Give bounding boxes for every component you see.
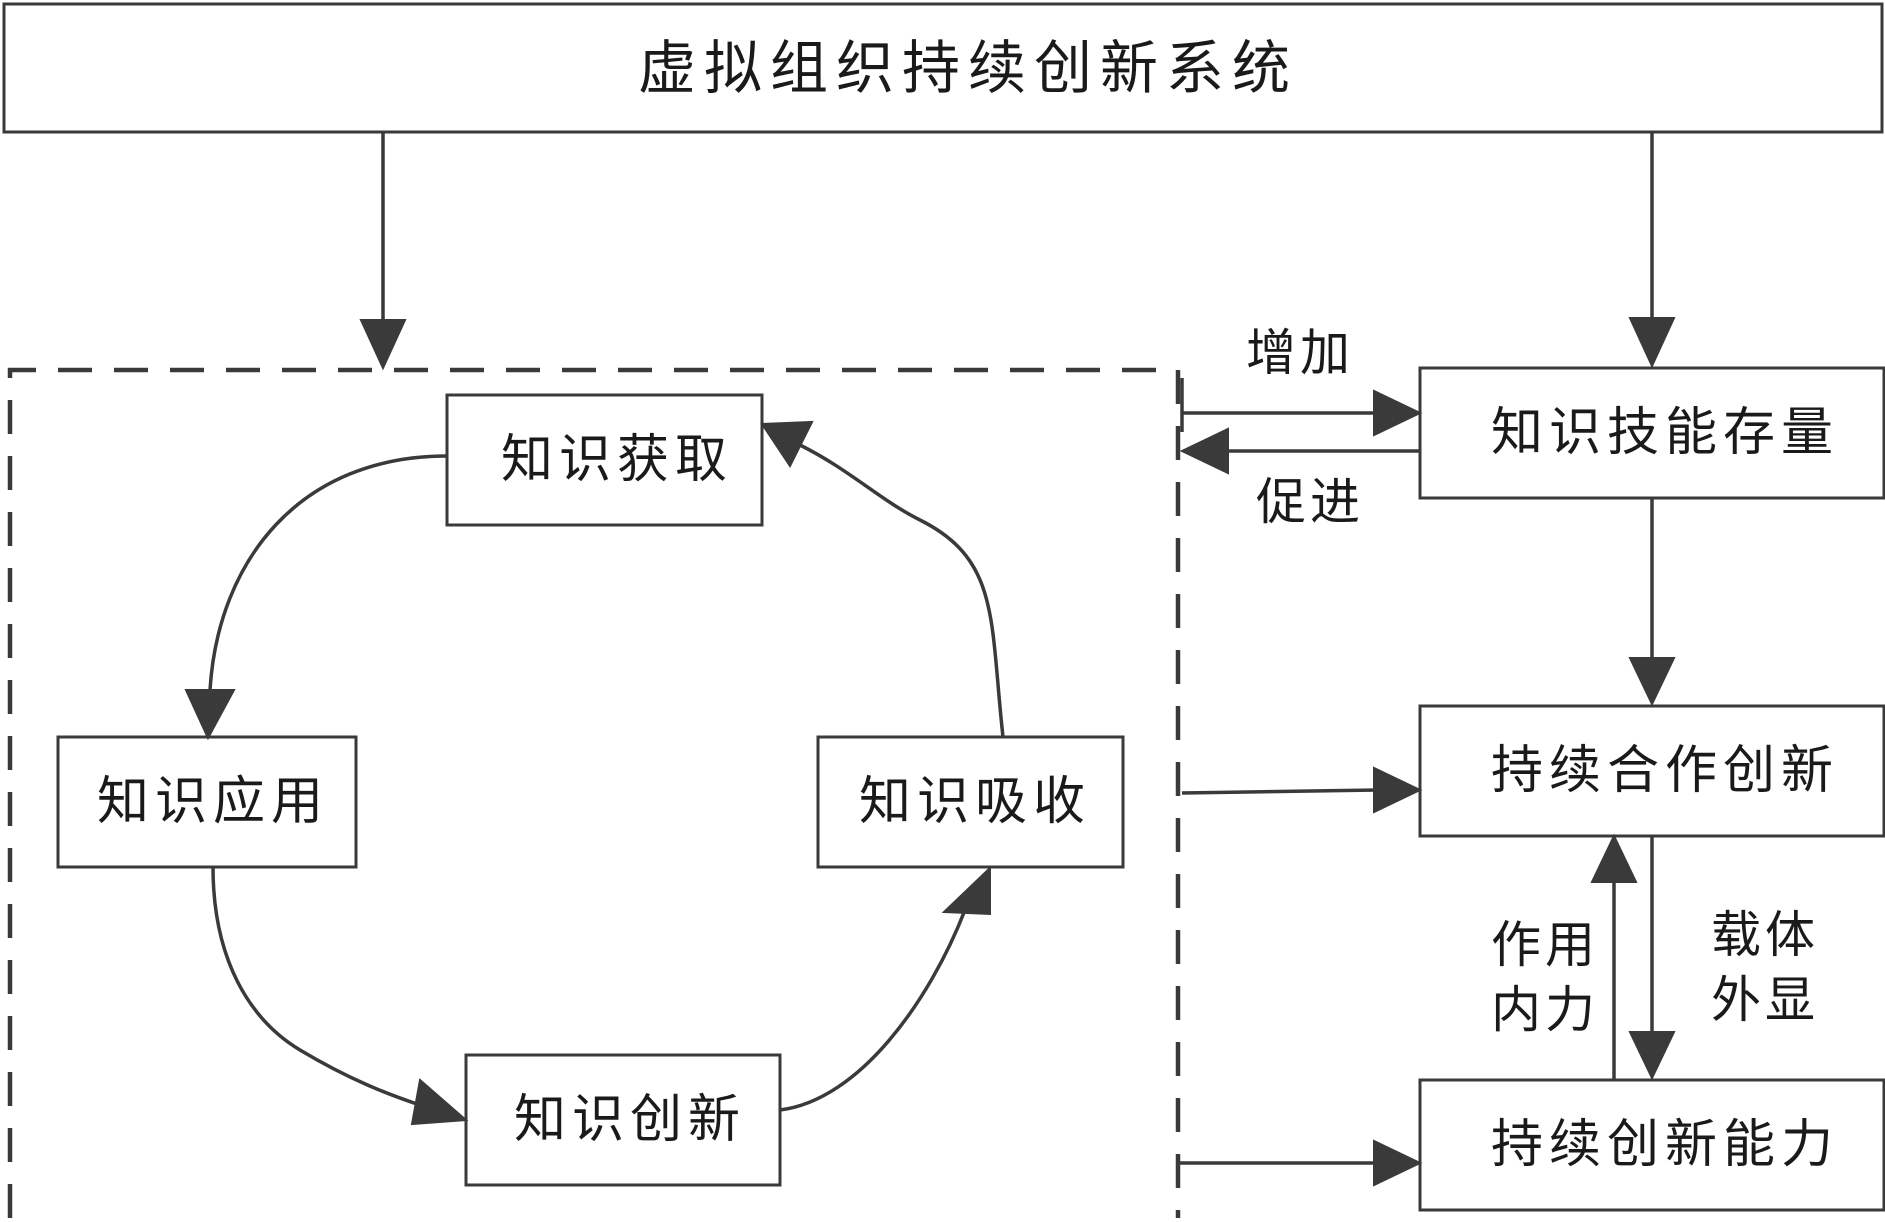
innovation-capability-label: 持续创新能力 xyxy=(1491,1115,1839,1175)
edge-label-increase: 增加 xyxy=(1246,324,1354,382)
knowledge-stock-box: 知识技能存量 xyxy=(1418,366,1885,500)
knowledge-acquire-box: 知识获取 xyxy=(445,393,764,527)
arrow-promote: 促进 xyxy=(1179,427,1420,531)
arrow-acquire-to-apply xyxy=(184,454,448,741)
innovation-capability-box: 持续创新能力 xyxy=(1418,1078,1885,1212)
arrow-inner-force: 作用 内力 xyxy=(1491,833,1638,1080)
arrow-stock-to-coop xyxy=(1628,498,1676,707)
knowledge-cycle-boundary xyxy=(7,367,1181,1218)
knowledge-create-label: 知识创新 xyxy=(514,1090,746,1150)
edge-label-carrier-1: 载体 xyxy=(1711,906,1819,964)
arrow-absorb-to-acquire xyxy=(760,420,1005,738)
knowledge-absorb-box: 知识吸收 xyxy=(816,735,1125,869)
cooperative-innovation-box: 持续合作创新 xyxy=(1418,704,1885,838)
arrow-carrier: 载体 外显 xyxy=(1628,836,1819,1081)
knowledge-apply-box: 知识应用 xyxy=(56,735,358,869)
arrow-title-to-cycle xyxy=(359,132,407,371)
knowledge-apply-label: 知识应用 xyxy=(97,772,329,832)
knowledge-absorb-label: 知识吸收 xyxy=(859,772,1091,832)
system-title-box: 虚拟组织持续创新系统 xyxy=(2,2,1884,134)
cooperative-innovation-label: 持续合作创新 xyxy=(1491,741,1839,801)
arrow-apply-to-create xyxy=(211,866,469,1126)
arrow-cycle-to-capability xyxy=(1180,1139,1423,1187)
knowledge-stock-label: 知识技能存量 xyxy=(1491,403,1839,463)
arrow-title-to-stock xyxy=(1628,132,1676,369)
knowledge-acquire-label: 知识获取 xyxy=(501,430,733,490)
arrow-cycle-to-coop xyxy=(1181,766,1423,814)
knowledge-create-box: 知识创新 xyxy=(464,1053,782,1187)
edge-label-inner-force-1: 作用 xyxy=(1491,916,1599,974)
arrow-increase: 增加 xyxy=(1180,324,1423,437)
edge-label-inner-force-2: 内力 xyxy=(1491,981,1599,1039)
arrow-create-to-absorb xyxy=(779,865,991,1112)
edge-label-promote: 促进 xyxy=(1256,473,1364,531)
edge-label-carrier-2: 外显 xyxy=(1711,971,1819,1029)
system-title: 虚拟组织持续创新系统 xyxy=(638,34,1298,102)
